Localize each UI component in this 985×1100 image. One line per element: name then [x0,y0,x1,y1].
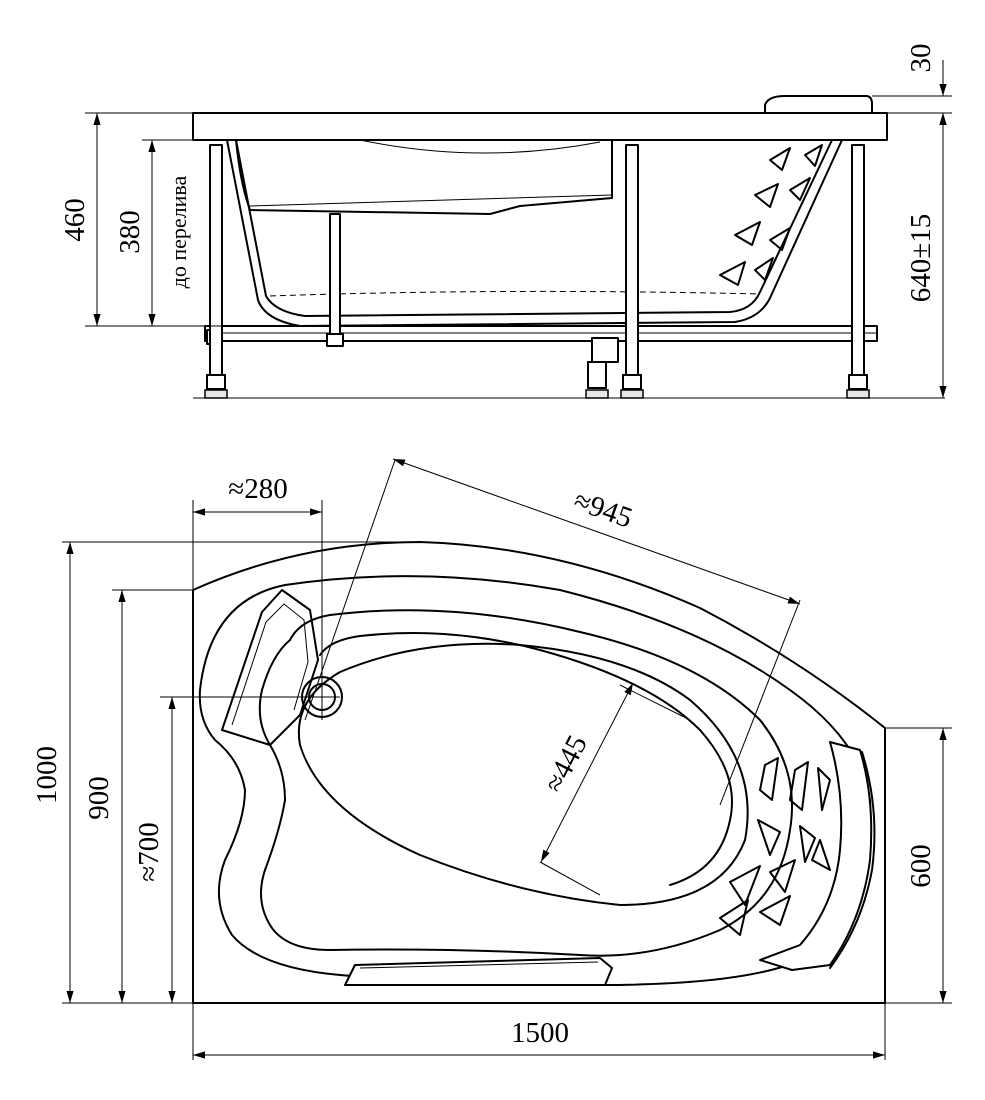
tub-shell [226,139,843,327]
dim-1500-label: 1500 [511,1017,569,1049]
dim-445-label: ≈445 [538,730,594,797]
overflow-note: до перелива [166,175,191,288]
dim-460-label: 460 [59,198,91,242]
right-headrest [759,741,873,971]
support-frame [204,144,878,399]
headrest-block [221,589,319,746]
dim-900-label: 900 [83,776,115,820]
dim-640-label: 640±15 [905,214,937,302]
dim-380-label: 380 [114,210,146,254]
dim-700-label: ≈700 [133,822,165,881]
dim-945-label: ≈945 [570,484,637,534]
inner-basin [258,609,793,957]
side-headrest [764,95,873,114]
dim-280-label: ≈280 [228,473,287,505]
dim-600-label: 600 [905,844,937,888]
wave-pattern-top [719,757,831,936]
armrest [344,957,613,986]
dim-30-label: 30 [905,44,937,73]
bottom-oval [297,642,749,906]
wave-pattern-side [719,144,823,286]
bathtub-rim [192,112,888,141]
side-view: 460 380 до перелива 30 640±15 [59,44,952,399]
rim-inner-edge [198,575,872,986]
tub-seat [235,139,613,215]
top-view: ≈280 ≈945 ≈445 1500 1000 900 ≈700 600 [31,458,952,1060]
outer-contour [192,541,886,1004]
dim-1000-label: 1000 [31,746,63,804]
